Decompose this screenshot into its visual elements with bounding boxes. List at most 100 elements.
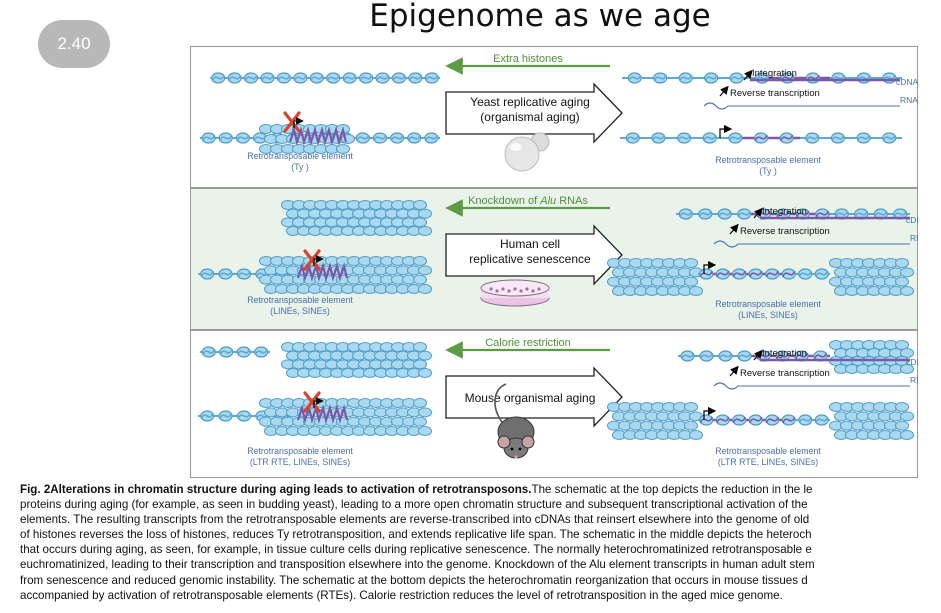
cdna-label: cDNA: [906, 357, 918, 367]
dna-wrap: [408, 74, 423, 82]
x-stroke: [283, 111, 301, 133]
figure-caption: Fig. 2Alterations in chromatin structure…: [20, 482, 941, 603]
nucleosome: [418, 226, 432, 236]
nucleosome: [895, 420, 909, 431]
dna-wrap: [254, 348, 268, 356]
dna-wrap: [677, 134, 691, 142]
dna-wrap: [699, 270, 713, 278]
caption-line: proteins during aging (for example, as s…: [20, 498, 808, 512]
dna-wrap: [218, 134, 233, 142]
nucleosome: [418, 350, 432, 361]
caption-line: Fig. 2Alterations in chromatin structure…: [20, 482, 941, 497]
dna-wrap: [765, 416, 779, 424]
mouse-eye: [518, 447, 522, 451]
nucleosome: [418, 265, 432, 276]
rna-strand: [713, 240, 910, 248]
dna-wrap: [718, 210, 732, 218]
reverse-transcription-arrow: [729, 365, 739, 377]
nucleosome: [684, 402, 698, 412]
caption-text: The schematic at the top depicts the red…: [531, 483, 813, 496]
dna-wrap: [716, 270, 730, 278]
dna-wrap: [813, 352, 828, 360]
dna-wrap: [765, 270, 779, 278]
dna-wrap: [815, 210, 829, 218]
dna-wrap: [237, 270, 251, 278]
heterochromatin-cluster: [607, 402, 703, 440]
dna-wrap: [342, 74, 357, 82]
dna-wrap: [375, 74, 390, 82]
dna-wrap: [854, 210, 868, 218]
dna-wrap: [679, 210, 693, 218]
inhibition-x-mark: [303, 391, 321, 413]
dna-wrap: [882, 134, 896, 142]
dna-wrap: [699, 416, 713, 424]
cell-dot: [495, 289, 499, 293]
dna-wrap: [244, 74, 258, 82]
retro-element-coil: [296, 404, 349, 424]
dna-wrap: [293, 74, 308, 82]
heterochromatin-cluster: [281, 342, 432, 378]
caption-line: from senescence and reduced genomic inst…: [20, 573, 808, 587]
reverse-transcription-label: Reverse transcription: [740, 368, 830, 379]
dna-wrap: [737, 352, 752, 360]
dna-wrap: [359, 74, 373, 82]
dna-wrap: [716, 416, 730, 424]
dna-wrap: [782, 416, 796, 424]
intervention-label: Calorie restriction: [485, 337, 571, 349]
dna-wrap: [680, 352, 695, 360]
dna-wrap: [390, 134, 404, 142]
nucleosome: [689, 430, 703, 440]
nucleosome: [413, 342, 427, 352]
integration-arrow: [753, 207, 763, 219]
heterochromatin-cluster: [829, 340, 914, 374]
blocked-transcription-arrow: [313, 397, 324, 408]
dna-wrap: [356, 134, 370, 142]
nucleosome: [895, 258, 909, 268]
nucleosome: [900, 430, 914, 440]
left-element-label: Retrotransposable element: [247, 151, 353, 161]
dna-wrap: [704, 74, 718, 82]
dna-wrap: [856, 134, 871, 142]
retro-element-coil: [296, 262, 349, 282]
nucleosome: [900, 286, 914, 296]
cell-dot: [537, 287, 541, 291]
dna-wrap: [893, 210, 907, 218]
retro-element-coil: [288, 126, 348, 146]
cell-dot: [507, 289, 511, 293]
dna-wrap: [796, 210, 810, 218]
rna-label: RNA: [910, 233, 918, 243]
nucleosome: [684, 258, 698, 268]
dna-wrap: [702, 134, 717, 142]
right-element-sublabel: (Ty ): [759, 166, 777, 176]
rna-strand: [713, 382, 910, 390]
aging-process-arrow: [445, 82, 623, 144]
transcription-start-arrow: [703, 406, 717, 420]
dna-wrap: [200, 412, 214, 420]
dna-wrap: [200, 270, 214, 278]
transcription-start-arrow: [703, 260, 717, 274]
cdna-label: cDNA: [906, 215, 918, 225]
dna-wrap: [237, 348, 251, 356]
dna-wrap: [798, 416, 812, 424]
heterochromatin-cluster: [607, 258, 703, 296]
nucleosome: [418, 368, 432, 378]
nucleosome: [413, 200, 427, 210]
cell-dot: [519, 289, 523, 293]
left-element-sublabel: (LINEs, SINEs): [270, 306, 330, 316]
dna-wrap: [835, 210, 849, 218]
x-stroke: [303, 391, 321, 413]
dna-wrap: [815, 416, 829, 424]
process-label-line2: replicative senescence: [469, 252, 591, 266]
nucleosome: [413, 256, 427, 266]
dna-wrap: [202, 348, 216, 356]
dna-wrap: [236, 134, 250, 142]
heterochromatin-cluster: [829, 258, 914, 296]
dna-wrap: [424, 134, 439, 142]
rna-label: RNA: [910, 375, 918, 385]
caption-line: that occurs during aging, as seen, for e…: [20, 543, 812, 557]
cell-dot: [489, 287, 493, 291]
cell-dot: [525, 287, 529, 291]
nucleosome: [413, 398, 427, 408]
nucleosome: [413, 416, 427, 427]
